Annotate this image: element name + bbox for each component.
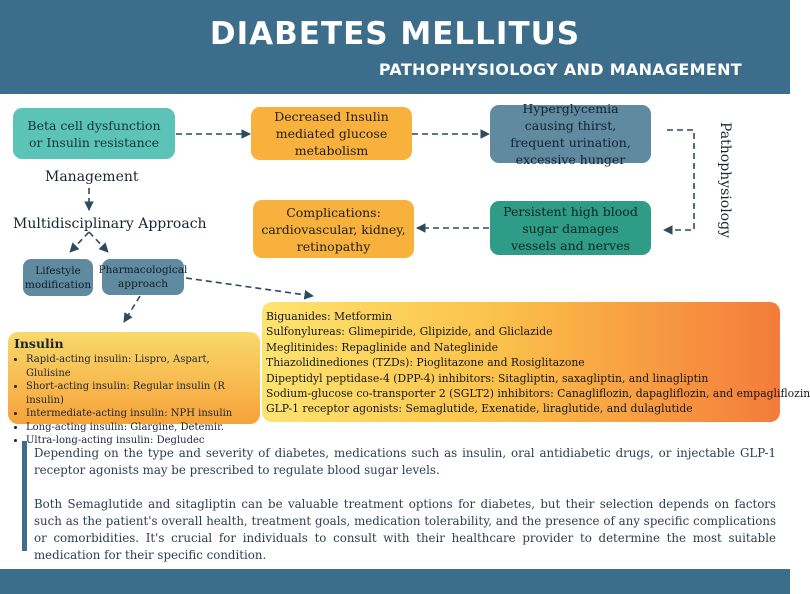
header-banner: DIABETES MELLITUS PATHOPHYSIOLOGY AND MA… <box>0 0 790 94</box>
multidisciplinary-label: Multidisciplinary Approach <box>13 216 207 232</box>
insulin-list: Rapid-acting insulin: Lispro, Aspart, Gl… <box>14 353 254 448</box>
pathophysiology-label: Pathophysiology <box>716 122 734 238</box>
insulin-title: Insulin <box>14 336 64 351</box>
drug-class-line: GLP-1 receptor agonists: Semaglutide, Ex… <box>266 402 693 416</box>
insulin-item: Rapid-acting insulin: Lispro, Aspart, Gl… <box>26 353 254 380</box>
flow-arrows <box>69 129 695 323</box>
notes-section: Depending on the type and severity of di… <box>22 441 782 562</box>
beta-cell-box: Beta cell dysfunction or Insulin resista… <box>13 108 175 159</box>
insulin-item: Short-acting insulin: Regular insulin (R… <box>26 380 254 407</box>
insulin-item: Ultra-long-acting insulin: Degludec <box>26 434 254 448</box>
drug-class-line: Meglitinides: Repaglinide and Nateglinid… <box>266 340 499 354</box>
drug-class-line: Biguanides: Metformin <box>266 310 393 323</box>
notes-paragraph-2: Both Semaglutide and sitagliptin can be … <box>34 497 776 562</box>
arrow-pharma-to-insulin <box>123 295 141 323</box>
persistent-sugar-box: Persistent high blood sugar damages vess… <box>490 201 651 255</box>
page-subtitle: PATHOPHYSIOLOGY AND MANAGEMENT <box>378 60 742 79</box>
notes-accent-bar <box>22 441 27 551</box>
notes-paragraph-1: Depending on the type and severity of di… <box>34 446 776 477</box>
drug-class-line: Dipeptidyl peptidase-4 (DPP-4) inhibitor… <box>266 371 709 385</box>
pathophysiology-label-text: Pathophysiology <box>717 122 733 238</box>
drug-class-line: Thiazolidinediones (TZDs): Pioglitazone … <box>266 356 585 370</box>
drug-class-line: Sodium-glucose co-transporter 2 (SGLT2) … <box>266 387 810 401</box>
oral-drugs-box: Biguanides: Metformin Sulfonylureas: Gli… <box>262 302 810 422</box>
footer-banner <box>0 569 790 594</box>
hyperglycemia-box: Hyperglycemia causing thirst, frequent u… <box>490 101 651 167</box>
management-label: Management <box>45 169 139 185</box>
page-title: DIABETES MELLITUS <box>209 16 581 52</box>
arrow-approach-to-pharma <box>88 231 109 253</box>
drug-class-line: Sulfonylureas: Glimepiride, Glipizide, a… <box>266 325 553 339</box>
complications-box: Complications: cardiovascular, kidney, r… <box>253 200 414 258</box>
arrow-pharma-to-drugs <box>185 277 314 300</box>
arrow-approach-to-lifestyle <box>69 231 90 253</box>
pharmacological-box: Pharmacological approach <box>99 259 187 295</box>
arrow-hyper-to-persistent <box>663 129 695 235</box>
insulin-item: Intermediate-acting insulin: NPH insulin <box>26 407 254 421</box>
lifestyle-box: Lifestyle modification <box>23 259 93 296</box>
decreased-insulin-box: Decreased Insulin mediated glucose metab… <box>251 107 412 160</box>
insulin-item: Long-acting insulin: Glargine, Detemir. <box>26 421 254 435</box>
insulin-box: Insulin Rapid-acting insulin: Lispro, As… <box>8 332 260 446</box>
